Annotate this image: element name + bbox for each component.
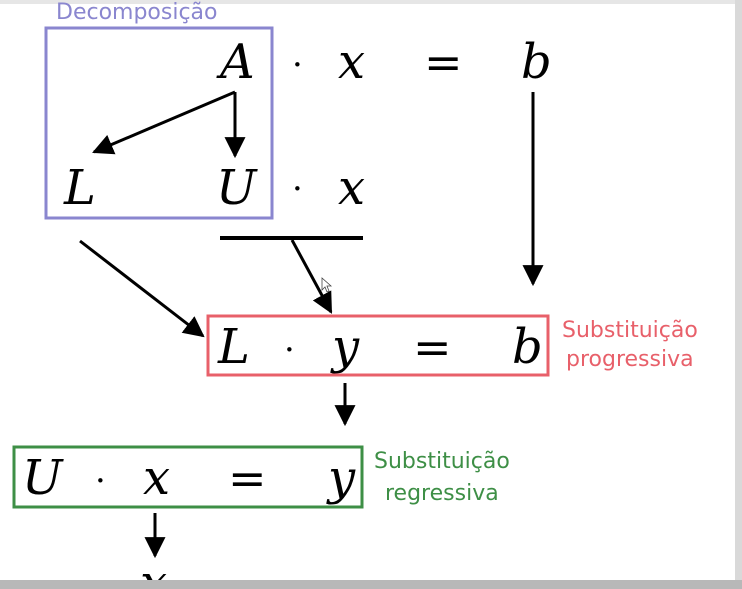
- reg-equals: =: [228, 451, 267, 505]
- top-frame-edge: [0, 0, 742, 4]
- prog-l: L: [217, 319, 250, 375]
- reg-x: x: [143, 450, 170, 506]
- l-to-progressive-arrow: [79, 239, 205, 338]
- matrix-a: A: [216, 34, 255, 90]
- split-arrow-to-l: [92, 90, 236, 155]
- prog-y: y: [330, 319, 360, 375]
- factor-x: x: [338, 160, 365, 216]
- prog-equals: =: [413, 320, 452, 374]
- factor-dot: ·: [292, 169, 303, 209]
- top-dot: ·: [292, 45, 303, 85]
- diagram-canvas: Decomposição A · x = b L U · x L · y = b…: [12, 0, 698, 580]
- regressive-caption-line2: regressiva: [385, 481, 499, 506]
- reg-y: y: [326, 450, 356, 506]
- factor-u: U: [216, 160, 258, 216]
- top-x: x: [338, 34, 365, 90]
- reg-u: U: [22, 450, 64, 506]
- final-x: x: [140, 555, 167, 580]
- right-scroll-edge: [735, 0, 742, 589]
- prog-b: b: [512, 319, 543, 375]
- progressive-box: [206, 314, 550, 377]
- top-equals: =: [424, 35, 463, 89]
- regressive-box: [12, 445, 364, 509]
- prog-dot: ·: [284, 330, 295, 370]
- ux-to-y-arrow: [290, 239, 333, 314]
- regressive-caption-line1: Substituição: [374, 449, 510, 474]
- top-b: b: [521, 34, 552, 90]
- progressive-caption-line2: progressiva: [566, 347, 694, 372]
- reg-dot: ·: [95, 461, 106, 501]
- bottom-frame-edge: [0, 580, 742, 589]
- progressive-caption-line1: Substituição: [562, 318, 698, 343]
- factor-l: L: [63, 160, 96, 216]
- decomposition-box: [44, 26, 274, 220]
- mouse-cursor: [321, 277, 333, 293]
- decomposition-title: Decomposição: [56, 0, 218, 25]
